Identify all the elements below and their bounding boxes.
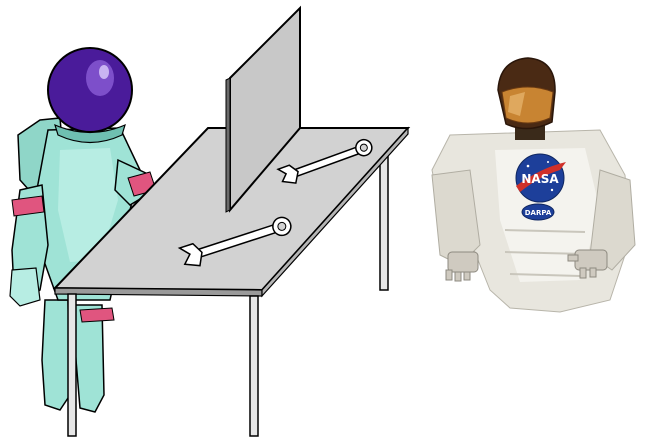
robonaut: NASA DARPA bbox=[432, 58, 635, 312]
astronaut-arm-band-left bbox=[12, 196, 44, 216]
astronaut-helmet-highlight bbox=[86, 60, 114, 96]
darpa-patch: DARPA bbox=[522, 204, 554, 220]
astronaut-leg-left bbox=[42, 300, 70, 410]
astronaut-knee-band bbox=[80, 308, 114, 322]
astronaut-glove-left bbox=[10, 268, 40, 306]
darpa-logo-text: DARPA bbox=[525, 209, 552, 217]
table-leg-front-right bbox=[250, 296, 258, 436]
astronaut-helmet-shine bbox=[99, 65, 109, 79]
table-leg-front-left bbox=[68, 294, 76, 436]
nasa-logo-text: NASA bbox=[521, 172, 559, 186]
table-edge bbox=[55, 288, 262, 296]
robonaut-hand-left bbox=[446, 252, 478, 281]
partition-edge bbox=[226, 78, 230, 212]
